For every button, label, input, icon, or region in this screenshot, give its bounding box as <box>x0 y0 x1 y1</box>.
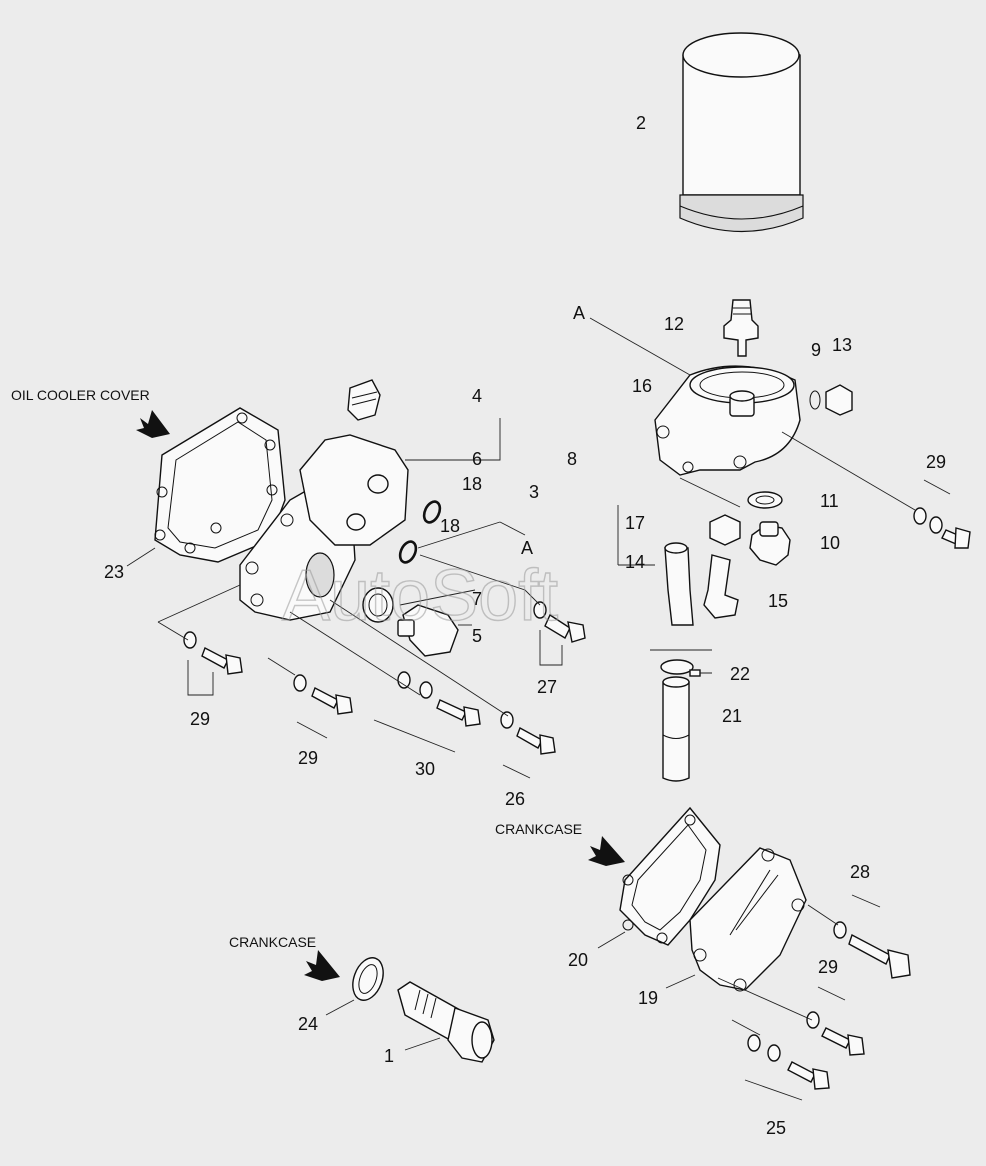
arrow-oil-cooler-cover-icon <box>136 410 170 438</box>
o-ring-18 <box>398 500 442 564</box>
label-18-bottom: 18 <box>440 516 460 536</box>
oil-filter-cartridge <box>679 32 804 233</box>
label-29-left: 29 <box>190 709 210 729</box>
label-18-top: 18 <box>462 474 482 494</box>
label-26: 26 <box>505 789 525 809</box>
crankcase-cover-19 <box>689 847 807 992</box>
bolt-washer-29-right <box>913 507 971 549</box>
nut-and-bolt-15 <box>703 514 741 619</box>
label-19: 19 <box>638 988 658 1008</box>
bolt-washer-25 <box>747 1011 865 1090</box>
plug-5 <box>397 604 459 657</box>
label-5: 5 <box>472 626 482 646</box>
label-ref-a-top: A <box>573 303 585 323</box>
label-23: 23 <box>104 562 124 582</box>
bolt-washer-27 <box>533 601 586 643</box>
label-ref-a-lower: A <box>521 538 533 558</box>
arrow-crankcase-bottom-icon <box>304 950 340 981</box>
bolt-washer-30 <box>397 671 481 727</box>
caption-oil-cooler-cover: OIL COOLER COVER <box>11 387 150 403</box>
label-14: 14 <box>625 552 645 572</box>
label-27: 27 <box>537 677 557 697</box>
filter-head <box>654 365 801 476</box>
label-6: 6 <box>472 449 482 469</box>
bolt-washer-29-lower <box>833 921 911 979</box>
drain-plug-1 <box>397 981 495 1063</box>
label-16: 16 <box>632 376 652 396</box>
label-7: 7 <box>472 589 482 609</box>
label-4: 4 <box>472 386 482 406</box>
label-29-mid: 29 <box>298 748 318 768</box>
label-9: 9 <box>811 340 821 360</box>
label-11: 11 <box>820 491 839 511</box>
gasket-20 <box>619 806 721 946</box>
label-15: 15 <box>768 591 788 611</box>
label-29-lower: 29 <box>818 957 838 977</box>
leader-lines <box>126 317 951 1101</box>
label-22: 22 <box>730 664 750 684</box>
label-10: 10 <box>820 533 840 553</box>
oil-cooler-cover-housing <box>239 434 409 621</box>
plug-13 <box>809 384 853 416</box>
caption-crankcase-bottom: CRANKCASE <box>229 934 316 950</box>
hose-21 <box>662 676 690 782</box>
label-12: 12 <box>664 314 684 334</box>
bolt-washer-29-mid <box>293 674 353 715</box>
label-1: 1 <box>384 1046 394 1066</box>
label-25: 25 <box>766 1118 786 1138</box>
label-2: 2 <box>636 113 646 133</box>
adapter-10 <box>749 521 791 566</box>
label-17: 17 <box>625 513 645 533</box>
pipe-fitting-14 <box>664 542 694 626</box>
label-29-right: 29 <box>926 452 946 472</box>
seal-ring-11 <box>747 491 783 509</box>
label-21: 21 <box>722 706 742 726</box>
label-3: 3 <box>529 482 539 502</box>
hose-clamp-22 <box>660 659 701 677</box>
plug-4 <box>347 379 381 421</box>
bolt-washer-26 <box>500 711 556 755</box>
caption-crankcase-top: CRANKCASE <box>495 821 582 837</box>
label-24: 24 <box>298 1014 318 1034</box>
label-8: 8 <box>567 449 577 469</box>
part-labels: 2 A 12 9 13 16 4 29 6 8 18 3 11 18 17 10… <box>104 113 946 1138</box>
bolt-washer-29-left <box>183 631 243 675</box>
arrow-crankcase-top-icon <box>588 836 625 866</box>
fitting-12 <box>723 299 759 357</box>
label-20: 20 <box>568 950 588 970</box>
label-28: 28 <box>850 862 870 882</box>
label-13: 13 <box>832 335 852 355</box>
watermark: AutoSoft <box>282 556 558 636</box>
label-30: 30 <box>415 759 435 779</box>
seal-7 <box>362 587 394 623</box>
washer-24 <box>352 957 384 1001</box>
